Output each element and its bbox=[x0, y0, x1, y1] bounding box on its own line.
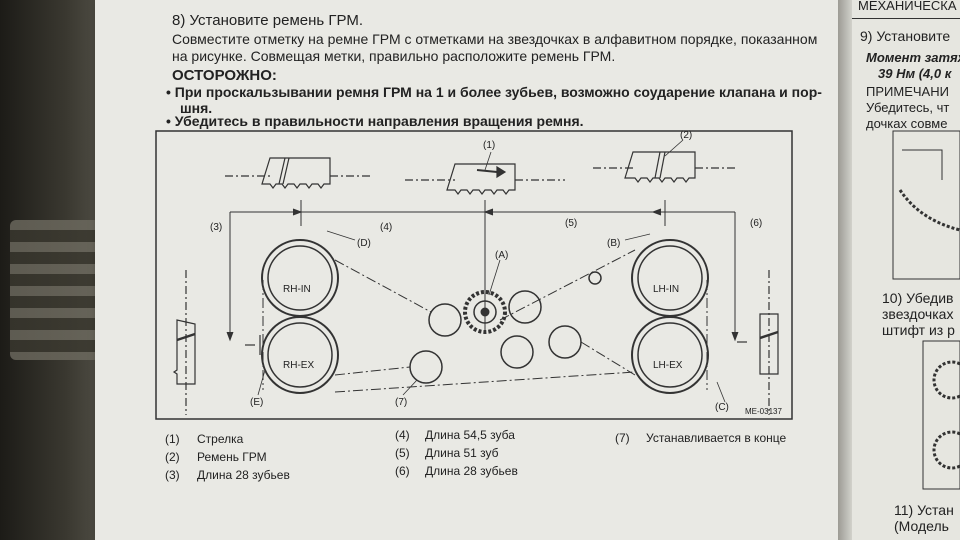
callout-7: (7) bbox=[395, 397, 407, 408]
diagram-frame bbox=[155, 130, 793, 420]
label-rh-ex: RH-EX bbox=[283, 360, 314, 371]
callout-d: (D) bbox=[357, 238, 371, 249]
sprocket-lh-ex bbox=[631, 316, 709, 394]
legend-num-2: (2) bbox=[165, 450, 180, 464]
callout-a: (A) bbox=[495, 250, 508, 261]
right-page-figure-1 bbox=[892, 130, 960, 280]
callout-6: (6) bbox=[750, 218, 762, 229]
note-line3: дочках совме bbox=[866, 116, 948, 131]
belt-path bbox=[262, 249, 708, 393]
note-line2: Убедитесь, чт bbox=[866, 100, 950, 115]
diagram-code: ME-03137 bbox=[745, 407, 782, 416]
belt-segment-left bbox=[225, 157, 370, 189]
legend-text-6: Длина 28 зубьев bbox=[425, 464, 518, 478]
right-page: МЕХАНИЧЕСКА 9) Установите Момент затяж 3… bbox=[852, 0, 960, 540]
callout-4: (4) bbox=[380, 222, 392, 233]
legend-text-2: Ремень ГРМ bbox=[197, 450, 267, 464]
label-lh-ex: LH-EX bbox=[653, 360, 683, 371]
callout-e: (E) bbox=[250, 397, 263, 408]
step9-text: 9) Установите bbox=[860, 28, 951, 44]
header-rule bbox=[852, 18, 960, 19]
callout-3: (3) bbox=[210, 222, 222, 233]
legend-text-1: Стрелка bbox=[197, 432, 244, 446]
step11-line1: 11) Устан bbox=[894, 502, 954, 518]
callout-leaders bbox=[257, 139, 726, 403]
legend-num-6: (6) bbox=[395, 464, 410, 478]
legend-num-4: (4) bbox=[395, 428, 410, 442]
warning-item1-line2: шня. bbox=[180, 100, 213, 116]
legend-text-3: Длина 28 зубьев bbox=[197, 468, 290, 482]
right-page-header: МЕХАНИЧЕСКА bbox=[858, 0, 957, 13]
callout-b: (B) bbox=[607, 238, 620, 249]
callout-2: (2) bbox=[680, 130, 692, 141]
legend-num-5: (5) bbox=[395, 446, 410, 460]
right-page-figure-2 bbox=[922, 340, 960, 490]
sprocket-rh-ex bbox=[261, 316, 339, 394]
label-rh-in: RH-IN bbox=[283, 284, 311, 295]
step11-line2: (Модель bbox=[894, 518, 949, 534]
torque-line2: 39 Нм (4,0 к bbox=[878, 66, 952, 81]
step8-title: 8) Установите ремень ГРМ. bbox=[172, 12, 363, 29]
warning-item1-line1: • При проскальзывании ремня ГРМ на 1 и б… bbox=[166, 84, 822, 100]
note-line1: ПРИМЕЧАНИ bbox=[866, 84, 949, 99]
background-engine-part bbox=[10, 220, 100, 360]
belt-segment-right bbox=[593, 151, 735, 183]
legend-text-7: Устанавливается в конце bbox=[646, 431, 787, 445]
step10-line2: звездочках bbox=[882, 306, 954, 322]
belt-segment-side-left bbox=[172, 270, 261, 415]
manual-page bbox=[95, 0, 840, 540]
step8-text-line1: Совместите отметку на ремне ГРМ с отметк… bbox=[172, 31, 818, 47]
sprocket-rh-in bbox=[261, 239, 339, 317]
idler-pulleys bbox=[409, 271, 602, 384]
sprocket-lh-in bbox=[631, 239, 709, 317]
torque-line1: Момент затяж bbox=[866, 50, 960, 65]
step10-line3: штифт из р bbox=[882, 322, 955, 338]
callout-1: (1) bbox=[483, 140, 495, 151]
legend-text-5: Длина 51 зуб bbox=[425, 446, 499, 460]
legend-num-7: (7) bbox=[615, 431, 630, 445]
belt-segment-center bbox=[405, 163, 565, 195]
callout-5: (5) bbox=[565, 218, 577, 229]
label-lh-in: LH-IN bbox=[653, 284, 679, 295]
warning-heading: ОСТОРОЖНО: bbox=[172, 67, 277, 84]
step8-text-line2: на рисунке. Совмещая метки, правильно ра… bbox=[172, 48, 616, 64]
warning-item2: • Убедитесь в правильности направления в… bbox=[166, 113, 584, 129]
crankshaft-sprocket bbox=[463, 290, 507, 334]
belt-segment-side-right bbox=[737, 270, 779, 415]
legend-num-1: (1) bbox=[165, 432, 180, 446]
book-gutter bbox=[838, 0, 854, 540]
step10-line1: 10) Убедив bbox=[882, 290, 954, 306]
legend-num-3: (3) bbox=[165, 468, 180, 482]
legend-text-4: Длина 54,5 зуба bbox=[425, 428, 515, 442]
timing-belt-diagram: (1) (2) (3) (4) (5) (6) (7) (A) (B) (C) … bbox=[155, 130, 793, 420]
callout-c: (C) bbox=[715, 402, 729, 413]
